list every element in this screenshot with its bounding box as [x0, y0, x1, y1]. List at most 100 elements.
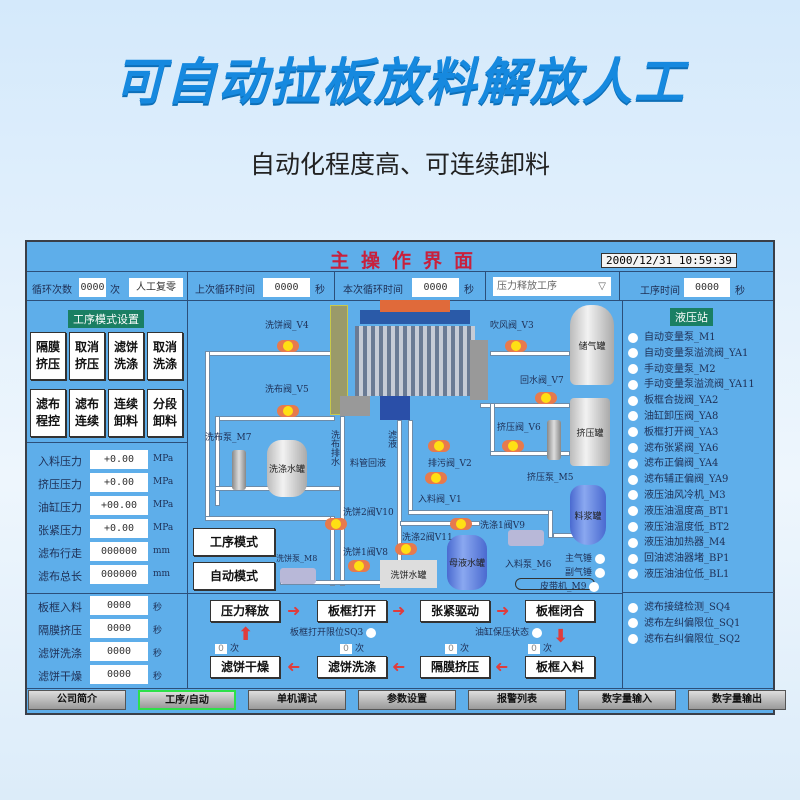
hammer2-indicator — [594, 567, 605, 578]
mode-button-line2: 洗涤 — [152, 357, 177, 371]
sq3-status: 板框打开限位SQ3 — [290, 625, 377, 638]
pump-m5-icon[interactable] — [547, 420, 561, 460]
label-hammer2: 副气锤 — [565, 565, 605, 578]
mode-button[interactable]: 取消洗涤 — [147, 332, 183, 380]
tab-6[interactable]: 数字量输出 — [688, 690, 786, 710]
status-label: 滤布左纠偏限位_SQ1 — [644, 617, 741, 629]
process-time-field: 0000 — [684, 278, 730, 297]
field-value: +0.00 — [90, 450, 148, 469]
step-cake-dry[interactable]: 滤饼干燥 — [210, 656, 280, 678]
status-item: 板框合拢阀_YA2 — [628, 391, 755, 407]
hold-status: 油缸保压状态 — [475, 625, 542, 638]
valve-v2-icon[interactable] — [428, 440, 450, 452]
status-item: 液压油风冷机_M3 — [628, 486, 755, 502]
field-label: 入料压力 — [38, 455, 82, 468]
status-label: 板框打开阀_YA3 — [644, 426, 719, 438]
hero-title: 可自动拉板放料解放人工 — [114, 53, 686, 111]
manual-reset-button[interactable]: 人工复零 — [129, 278, 183, 297]
field-unit: MPa — [153, 454, 174, 464]
step-pressure-release[interactable]: 压力释放 — [210, 600, 280, 622]
label-v6: 挤压阀_V6 — [497, 423, 541, 433]
mode-button-line2: 挤压 — [74, 357, 99, 371]
tab-3[interactable]: 参数设置 — [358, 690, 456, 710]
step-plate-open[interactable]: 板框打开 — [317, 600, 387, 622]
field-unit: MPa — [153, 500, 174, 510]
status-indicator — [628, 458, 638, 469]
pump-m7-icon[interactable] — [232, 450, 246, 490]
valve-v10-icon[interactable] — [325, 518, 347, 530]
mode-button[interactable]: 隔膜挤压 — [30, 332, 66, 380]
step-plate-close[interactable]: 板框闭合 — [525, 600, 595, 622]
status-item: 手动变量泵_M2 — [628, 360, 755, 376]
field-label: 滤布总长 — [38, 570, 82, 583]
label-v1: 入料阀_V1 — [418, 495, 462, 505]
label-v11: 洗涤2阀V11 — [402, 533, 453, 543]
filter-press-machine — [330, 300, 488, 420]
status-label: 自动变量泵_M1 — [644, 332, 716, 343]
mode-button[interactable]: 滤饼洗涤 — [108, 332, 144, 380]
tab-1[interactable]: 工序/自动 — [138, 690, 236, 710]
valve-v4-icon[interactable] — [277, 340, 299, 352]
label-filtrate: 滤液 — [386, 430, 396, 448]
label-m7: 洗布泵_M7 — [205, 433, 252, 443]
pump-m8-icon[interactable] — [280, 568, 316, 584]
mode-button-line2: 洗涤 — [113, 357, 138, 371]
valve-v3-icon[interactable] — [505, 340, 527, 352]
tab-5[interactable]: 数字量输入 — [578, 690, 676, 710]
valve-v8-icon[interactable] — [348, 560, 370, 572]
hydraulic-title: 液压站 — [670, 308, 713, 326]
process-select-value: 压力释放工序 — [497, 281, 557, 292]
sec-unit: 秒 — [735, 286, 745, 297]
tab-4[interactable]: 报警列表 — [468, 690, 566, 710]
hammer1-indicator — [594, 553, 605, 564]
count-value: 0 — [215, 644, 227, 654]
step-plate-feed[interactable]: 板框入料 — [525, 656, 595, 678]
step-diaphragm-squeeze[interactable]: 隔膜挤压 — [420, 656, 490, 678]
status-item: 液压油油位低_BL1 — [628, 565, 755, 581]
tab-2[interactable]: 单机调试 — [248, 690, 346, 710]
hammer2-text: 副气锤 — [565, 568, 593, 578]
pump-m6-icon[interactable] — [508, 530, 544, 546]
label-v8: 洗饼1阀V8 — [343, 548, 388, 558]
status-indicator — [628, 395, 638, 406]
label-v2: 排污阀_V2 — [428, 459, 472, 469]
mode-button-line2: 挤压 — [35, 357, 60, 371]
step-tension-drive[interactable]: 张紧驱动 — [420, 600, 490, 622]
this-cycle-label: 本次循环时间 — [343, 285, 403, 296]
count-unit: 次 — [460, 644, 470, 654]
field-label: 挤压压力 — [38, 478, 82, 491]
step-cake-wash[interactable]: 滤饼洗涤 — [317, 656, 387, 678]
auto-mode-button[interactable]: 自动模式 — [193, 562, 275, 590]
valve-v6-icon[interactable] — [502, 440, 524, 452]
process-time-label: 工序时间 — [640, 286, 680, 297]
count-unit: 次 — [230, 644, 240, 654]
cycle-count-label: 循环次数 — [32, 285, 72, 296]
mode-button[interactable]: 滤布程控 — [30, 389, 66, 437]
tab-0[interactable]: 公司简介 — [28, 690, 126, 710]
valve-v5-icon[interactable] — [277, 405, 299, 417]
mode-button[interactable]: 滤布连续 — [69, 389, 105, 437]
mode-button-line1: 隔膜 — [35, 340, 60, 354]
mode-button[interactable]: 取消挤压 — [69, 332, 105, 380]
status-indicator — [628, 379, 638, 390]
valve-v1-icon[interactable] — [425, 472, 447, 484]
process-select[interactable]: 压力释放工序 ▽ — [493, 277, 611, 296]
label-drain: 洗布排水 — [329, 430, 339, 466]
mode-button[interactable]: 分段卸料 — [147, 389, 183, 437]
status-item: 板框打开阀_YA3 — [628, 423, 755, 439]
valve-v11-icon[interactable] — [395, 543, 417, 555]
field-value: 000000 — [90, 542, 148, 561]
slurry-tank: 料浆罐 — [570, 485, 606, 545]
label-m8: 洗饼泵_M8 — [276, 554, 318, 563]
valve-v7-icon[interactable] — [535, 392, 557, 404]
chevron-down-icon: ▽ — [598, 281, 606, 292]
mode-button-line2: 程控 — [35, 414, 60, 428]
field-unit: mm — [153, 569, 171, 579]
status-indicator — [628, 537, 638, 548]
valve-v9-icon[interactable] — [450, 518, 472, 530]
status-indicator — [628, 411, 638, 422]
field-label: 油缸压力 — [38, 501, 82, 514]
mode-button[interactable]: 连续卸料 — [108, 389, 144, 437]
mother-liquor-tank: 母液水罐 — [447, 535, 487, 590]
